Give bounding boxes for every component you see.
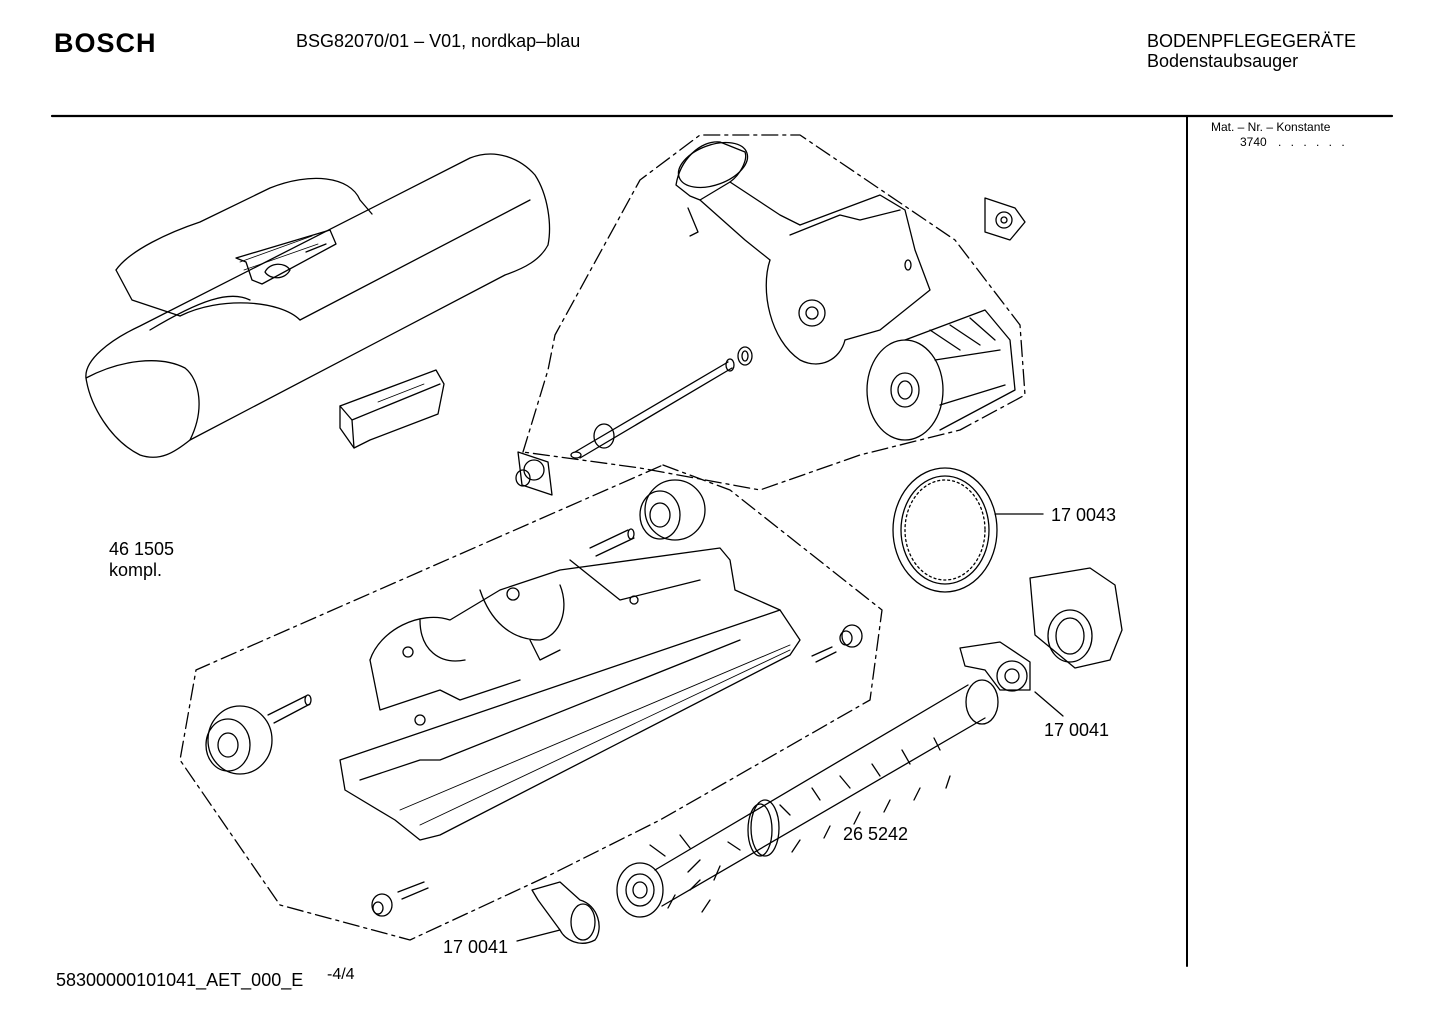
base-tray <box>339 547 801 841</box>
model-title: BSG82070/01 – V01, nordkap–blau <box>296 31 581 51</box>
part-label-housing-kit-note: kompl. <box>109 560 163 580</box>
fan-wheel <box>866 309 1016 441</box>
page-number: -4/4 <box>327 966 355 983</box>
cover-clip <box>339 369 445 449</box>
category-title: BODENPFLEGEGERÄTE <box>1147 31 1357 51</box>
wheel-left <box>205 705 273 775</box>
brush-roller <box>616 679 999 918</box>
part-label-belt: 17 0043 <box>1051 505 1117 525</box>
bearing-left <box>531 881 600 944</box>
part-label-bearing-left: 17 0041 <box>443 937 509 957</box>
drive-shaft <box>570 346 753 459</box>
material-number-dots: . . . . . . <box>1278 135 1348 149</box>
wheel-small-right <box>811 624 863 663</box>
part-label-brush-roller: 26 5242 <box>843 824 909 844</box>
category-subtitle: Bodenstaubsauger <box>1147 51 1299 71</box>
bearing-left-leader <box>516 929 561 942</box>
brush-end-housing <box>1029 567 1123 669</box>
drive-belt <box>892 467 998 593</box>
top-bracket <box>984 197 1026 241</box>
brand-logo: BOSCH <box>54 28 157 58</box>
axle-top <box>589 528 635 557</box>
shaft-bracket <box>515 451 553 496</box>
nozzle-cover <box>85 153 551 458</box>
part-label-bearing-right: 17 0041 <box>1044 720 1110 740</box>
motor-housing <box>675 141 931 365</box>
axle-left <box>267 694 312 724</box>
document-id: 58300000101041_AET_000_E <box>56 970 304 990</box>
wheel-small-left <box>371 881 429 917</box>
upper-group-outline <box>522 134 1026 491</box>
wheel-top <box>639 479 706 541</box>
base-group-outline <box>179 464 883 941</box>
material-number-label: Mat. – Nr. – Konstante <box>1211 120 1331 134</box>
part-label-housing-kit: 46 1505 <box>109 539 175 559</box>
bearing-right <box>959 641 1031 692</box>
bearing-right-leader <box>1034 691 1064 717</box>
material-number-value: 3740 <box>1240 135 1267 149</box>
